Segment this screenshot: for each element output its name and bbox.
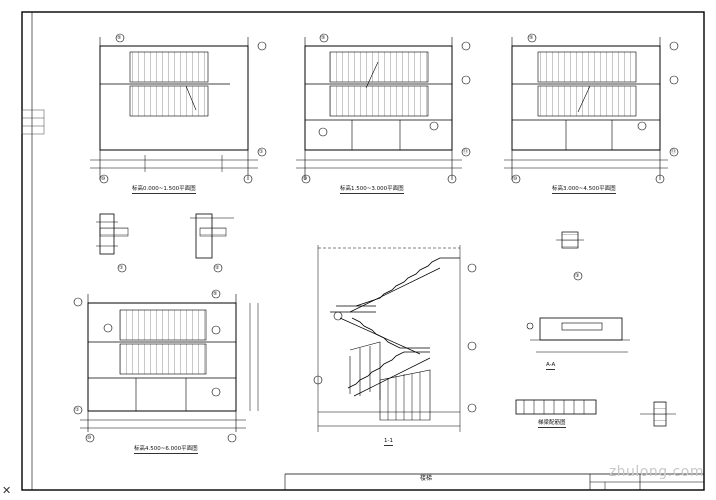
level-bubble	[333, 311, 343, 321]
axis-bubble	[257, 147, 267, 157]
axis-bubble	[511, 174, 521, 184]
axis-bubble	[637, 121, 647, 131]
level-bubble	[467, 263, 477, 273]
detail-2	[190, 213, 234, 273]
plan-2-caption: 标高1.500~3.000平面图	[340, 186, 404, 194]
detail-1-label: ①	[119, 265, 124, 271]
detail-3	[556, 231, 584, 281]
axis-bubble	[461, 41, 471, 51]
plan-1-axis-right: ①	[259, 149, 264, 155]
axis-bubble	[669, 147, 679, 157]
plan-2-axis-top: ⑤	[321, 35, 326, 41]
plan-3-axis-bottom: ⑩	[513, 176, 518, 182]
axis-bubble	[447, 174, 457, 184]
detail-2-label: ②	[215, 265, 220, 271]
detail-marker-3	[573, 271, 583, 281]
axis-bubble	[211, 289, 221, 299]
beam-detail	[515, 399, 597, 415]
axis-bubble	[301, 174, 311, 184]
axis-bubble	[655, 174, 665, 184]
level-bubble	[313, 375, 323, 385]
axis-bubble	[461, 75, 471, 85]
axis-bubble	[461, 147, 471, 157]
axis-bubble	[85, 433, 95, 443]
section-a-a-caption: A-A	[546, 362, 556, 370]
axis-bubble	[211, 387, 221, 397]
title-block	[284, 473, 704, 490]
plan-2-axis-right: ⑪	[463, 149, 469, 155]
axis-bubble	[669, 41, 679, 51]
axis-bubble	[211, 325, 221, 335]
axis-bubble	[115, 33, 125, 43]
axis-bubble	[103, 323, 113, 333]
section-1-1	[313, 245, 477, 432]
plan-1-axis-bottom: ⑩	[101, 176, 106, 182]
axis-bubble	[73, 405, 83, 415]
sheet-border	[21, 11, 705, 491]
plan-4	[73, 289, 259, 443]
axis-bubble	[527, 33, 537, 43]
plan-1-caption: 标高0.000~1.500平面图	[132, 186, 196, 194]
detail-1	[96, 213, 129, 273]
section-a-a	[526, 317, 630, 353]
axis-bubble	[227, 433, 237, 443]
plan-3-caption: 标高3.000~4.500平面图	[552, 186, 616, 194]
axis-bubble	[526, 322, 534, 330]
plan-4-axis-bottom: ⑩	[87, 435, 92, 441]
title-block-label: 楼梯	[420, 475, 433, 482]
axis-bubble	[669, 75, 679, 85]
axis-bubble	[429, 121, 439, 131]
plan-1	[90, 33, 267, 184]
plan-2-axis-bottom: ⑩	[303, 176, 308, 182]
detail-marker-2	[213, 263, 223, 273]
plan-3	[504, 33, 679, 184]
level-bubble	[467, 341, 477, 351]
level-bubble	[467, 403, 477, 413]
axis-bubble	[319, 33, 329, 43]
detail-marker-1	[117, 263, 127, 273]
plan-1-axis-top: ⑤	[117, 35, 122, 41]
axis-bubble	[73, 297, 83, 307]
detail-3-label: ③	[575, 273, 580, 279]
axis-bubble	[99, 174, 109, 184]
axis-bubble	[318, 127, 328, 137]
plan-4-caption: 标高4.500~6.000平面图	[134, 446, 198, 454]
section-1-1-caption: 1-1	[384, 438, 393, 446]
axis-bubble	[243, 174, 253, 184]
close-icon: ✕	[2, 484, 12, 497]
plan-4-axis-right: ①	[75, 407, 80, 413]
column-detail	[640, 401, 676, 427]
watermark: zhulong.com	[608, 464, 704, 480]
plan-2	[296, 33, 471, 184]
plan-3-axis-top: ⑤	[529, 35, 534, 41]
plan-3-axis-right: ⑪	[671, 149, 677, 155]
axis-bubble	[257, 41, 267, 51]
beam-caption: 梯梁配筋图	[538, 420, 566, 428]
plan-4-axis-top: ⑤	[213, 291, 218, 297]
